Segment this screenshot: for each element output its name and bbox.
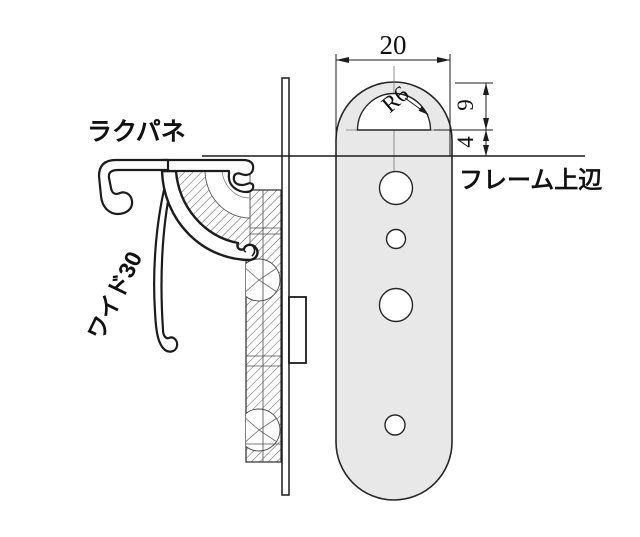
frame-body-section: [245, 189, 282, 463]
plate-hole-large-1: [378, 170, 414, 206]
radius-callout-r6: [404, 97, 429, 115]
spacer-block: [288, 296, 307, 364]
dimension-width-20: [335, 54, 451, 156]
label-frame-top-edge: フレーム上辺: [459, 167, 602, 194]
profile-section-view: [97, 77, 307, 496]
profile-top-bar: [161, 158, 255, 194]
plate-hole-large-2: [378, 287, 414, 323]
plate-hole-small-1: [385, 228, 407, 250]
hanger-plate-front-view: [335, 66, 453, 501]
dimension-9-4: [434, 82, 493, 156]
profile-front-flap: [97, 158, 170, 216]
profile-leg: [153, 176, 179, 353]
label-product-name: ラクパネ: [87, 118, 186, 146]
dim-text-9: 9: [453, 99, 478, 111]
dim-text-20: 20: [380, 30, 407, 60]
hanger-plate-edge-view: [281, 77, 290, 496]
bottom-clip-curl: [243, 244, 256, 257]
dim-text-4: 4: [453, 136, 478, 148]
plate-hole-small-2: [384, 414, 406, 436]
label-profile-size: ワイド30: [82, 247, 147, 343]
